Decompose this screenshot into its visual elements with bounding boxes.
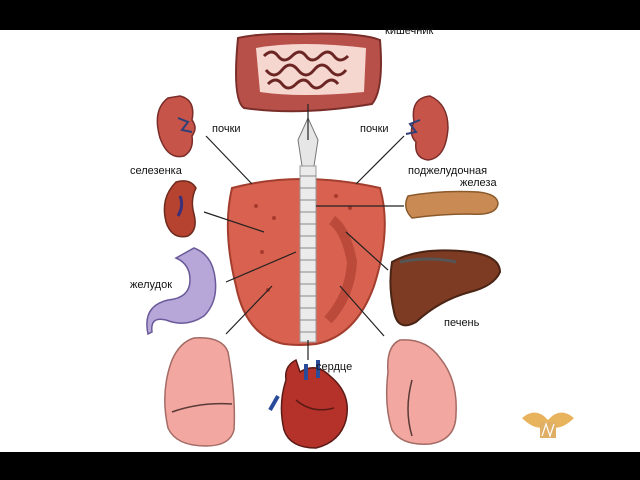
label-liver: печень xyxy=(444,317,480,329)
label-intestine: кишечник xyxy=(385,25,433,37)
spine-illustration xyxy=(297,116,319,343)
label-stomach: желудок xyxy=(130,279,172,291)
liver-illustration xyxy=(389,249,502,327)
intestine-illustration xyxy=(235,32,382,113)
kidney-right-illustration xyxy=(405,95,449,161)
stomach-illustration xyxy=(146,247,217,336)
label-kidneys-left: почки xyxy=(212,123,241,135)
label-heart: сердце xyxy=(316,361,352,373)
letterbox-bottom xyxy=(0,452,640,480)
lung-right-illustration xyxy=(385,339,457,445)
label-pancreas-line1: поджелудочная xyxy=(408,165,487,177)
label-kidneys-right: почки xyxy=(360,123,389,135)
lung-left-illustration xyxy=(164,337,236,447)
spleen-illustration xyxy=(163,180,197,238)
watermark-logo xyxy=(522,412,574,438)
label-pancreas-line2: железа xyxy=(460,177,497,189)
pancreas-illustration xyxy=(405,190,499,219)
kidney-left-illustration xyxy=(156,95,196,158)
heart-illustration xyxy=(268,358,348,449)
leader-lines xyxy=(203,104,405,360)
letterbox-top xyxy=(0,0,640,30)
label-spleen: селезенка xyxy=(130,165,183,177)
